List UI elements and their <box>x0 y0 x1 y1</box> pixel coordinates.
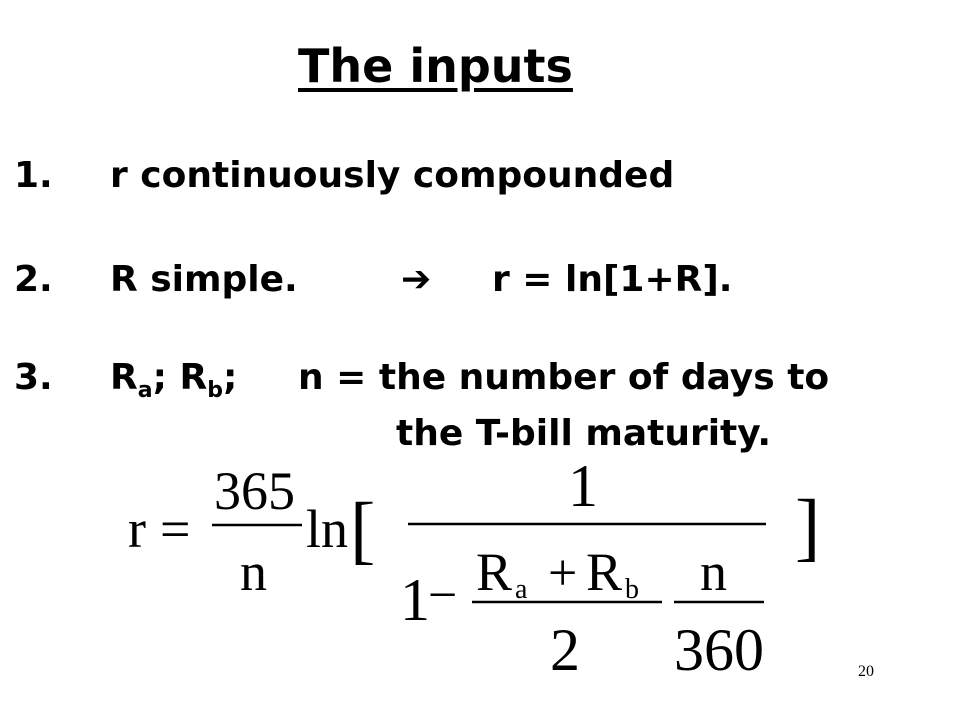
rb-symbol: R <box>586 542 622 602</box>
rb-subscript: b <box>207 378 224 403</box>
rates-label: Ra; Rb; <box>110 356 238 403</box>
left-bracket: [ <box>350 488 375 572</box>
ra-subscript: a <box>137 378 153 403</box>
right-bracket: ] <box>795 485 820 569</box>
ra-symbol: R <box>110 357 138 398</box>
list-item-1: 1. r continuously compounded <box>14 154 914 198</box>
rb-subscript: b <box>625 574 639 605</box>
n-definition: n = the number of days to <box>298 357 830 398</box>
item-number: 3. <box>14 357 53 398</box>
big-numerator: 1 <box>568 453 598 519</box>
days-denominator: 360 <box>674 617 764 683</box>
separator: ; <box>223 357 238 398</box>
arrow-icon: ➔ <box>401 259 432 300</box>
denominator-one: 1 <box>400 567 430 633</box>
two-denominator: 2 <box>550 617 580 683</box>
ln-text: ln <box>306 499 348 559</box>
plus-sign: + <box>548 545 577 602</box>
n-numerator: n <box>700 542 727 602</box>
rb-symbol: R <box>179 357 208 398</box>
n-definition-continued: the T-bill maturity. <box>396 413 772 454</box>
item-number: 1. <box>14 155 53 196</box>
relation-text: r = ln[1+R]. <box>492 259 733 300</box>
ra-symbol: R <box>476 542 512 602</box>
slide-number: 20 <box>858 663 874 680</box>
formula-equals: = <box>160 499 190 559</box>
frac1-denominator: n <box>240 542 267 602</box>
item-text: R simple. <box>110 259 298 300</box>
separator: ; <box>152 357 180 398</box>
formula-lhs: r <box>128 499 146 559</box>
frac1-numerator: 365 <box>214 461 295 521</box>
list-item-2: 2. R simple. ➔ r = ln[1+R]. <box>14 258 914 302</box>
slide-title: The inputs <box>298 39 573 93</box>
list-item-3: 3. Ra; Rb; n = the number of days to <box>14 356 914 403</box>
item-number: 2. <box>14 259 53 300</box>
item-text: r continuously compounded <box>110 155 675 196</box>
denominator-minus: − <box>428 567 457 624</box>
ra-subscript: a <box>515 574 528 605</box>
